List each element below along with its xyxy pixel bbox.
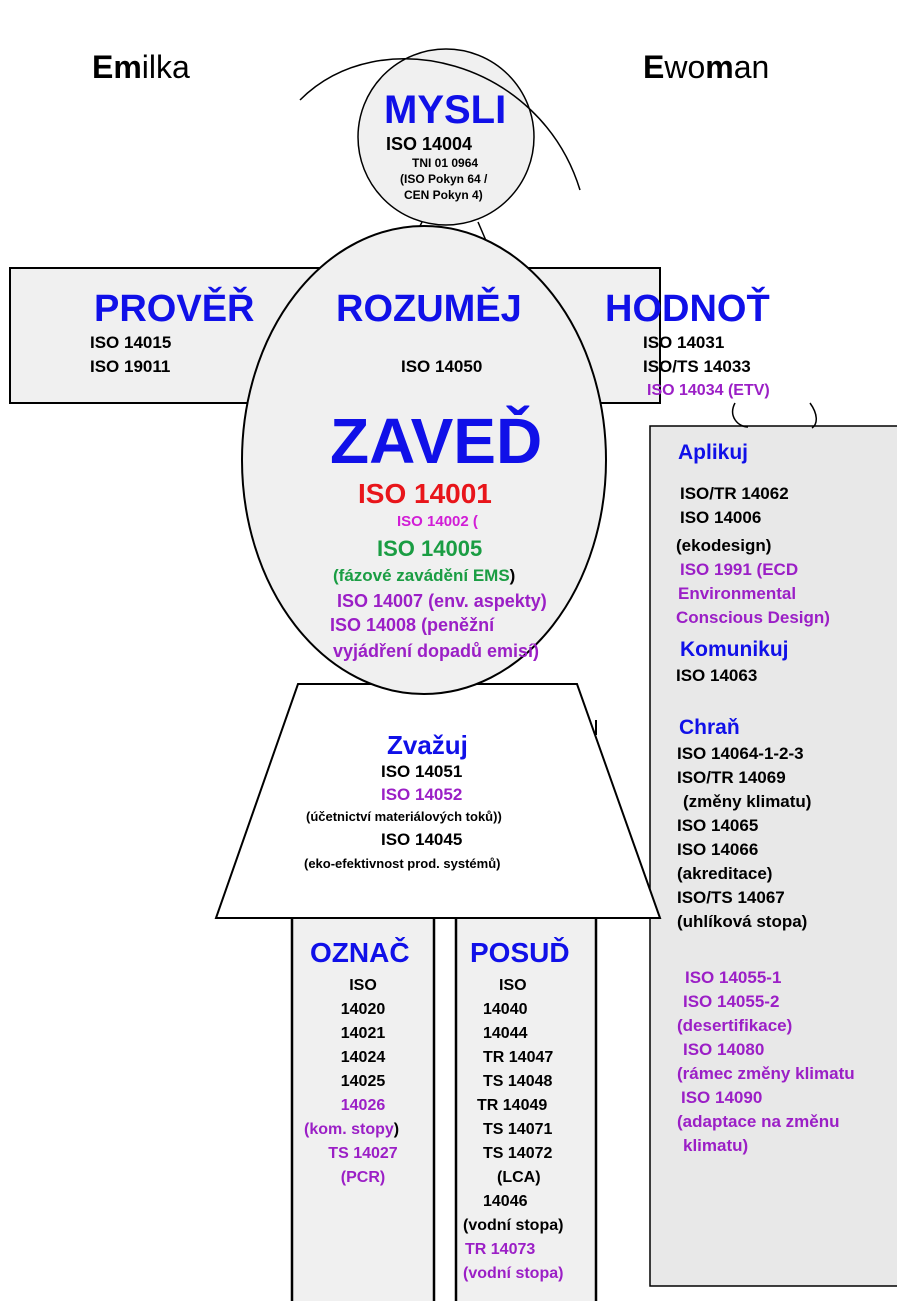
arm-right-line-1: ISO 14031 [643, 333, 725, 352]
leg-right-item: (vodní stopa) [463, 1217, 564, 1234]
panel-item: ISO 14064-1-2-3 [677, 744, 804, 763]
panel-item: ISO 14080 [683, 1040, 765, 1059]
leg-left-title: OZNAČ [310, 937, 410, 968]
leg-right-item: TR 14073 [465, 1241, 536, 1258]
leg-left-item: TS 14027 [328, 1145, 398, 1162]
body-line-5: ISO 14008 (peněžní [330, 615, 495, 635]
body-line-3: (fázové zavádění EMS) [333, 566, 516, 585]
leg-right-item: TR 14049 [477, 1097, 548, 1114]
name-ewoman: Ewoman [643, 49, 770, 85]
body-ellipse [241, 225, 607, 695]
leg-right-list: ISO 14040 14044 TR 14047 TS 14048 TR 140… [463, 974, 593, 1286]
leg-right-item: TS 14072 [483, 1145, 553, 1162]
arm-right-line-3: ISO 14034 (ETV) [647, 382, 770, 399]
panel-section-chran: Chraň ISO 14064-1-2-3 ISO/TR 14069 (změn… [677, 714, 811, 934]
leg-left-item: 14024 [340, 1049, 386, 1066]
panel-section-aplikuj: Aplikuj ISO/TR 14062 ISO 14006 (ekodesig… [676, 438, 830, 630]
leg-right-item: ISO [499, 977, 527, 994]
panel-item: klimatu) [683, 1136, 749, 1155]
skirt-line-2: ISO 14052 [381, 785, 463, 804]
panel-item: ISO 14055-2 [683, 992, 780, 1011]
right-leg [454, 908, 598, 1301]
panel-item: (uhlíková stopa) [677, 912, 808, 931]
panel-item: (desertifikace) [677, 1016, 793, 1035]
leg-left-item: 14026 [340, 1097, 386, 1114]
panel-item: ISO 14065 [677, 816, 759, 835]
panel-item: ISO 14090 [681, 1088, 763, 1107]
panel-item: Environmental [678, 584, 797, 603]
panel-item: (změny klimatu) [683, 792, 812, 811]
arm-left-title: PROVĚŘ [94, 288, 255, 330]
skirt-title: Zvažuj [387, 730, 468, 760]
skirt-trapezoid [214, 683, 662, 919]
leg-left-item: (PCR) [340, 1169, 386, 1186]
leg-left-item: (kom. stopy) [304, 1121, 400, 1138]
left-leg [290, 908, 436, 1301]
leg-right-item: 14040 [483, 1001, 528, 1018]
body-line-6: vyjádření dopadů emisí) [333, 641, 540, 661]
body-line-2: ISO 14005 [377, 536, 483, 561]
leg-right-item: TS 14071 [483, 1121, 553, 1138]
panel-item: (akreditace) [677, 864, 773, 883]
leg-left-item: ISO [349, 977, 377, 994]
head-line-4: CEN Pokyn 4) [404, 188, 483, 202]
arm-center-title: ROZUMĚJ [336, 288, 522, 330]
leg-left-item: 14025 [340, 1073, 386, 1090]
skirt-line-1: ISO 14051 [381, 762, 463, 781]
head-circle [357, 48, 535, 226]
name-emilka: Emilka [92, 49, 190, 85]
panel-item: ISO 14055-1 [685, 968, 782, 987]
arm-right-title: HODNOŤ [605, 288, 770, 330]
leg-left-item: 14020 [340, 1001, 386, 1018]
panel-item-komunikuj: ISO 14063 [676, 666, 758, 685]
leg-left-item: 14021 [340, 1025, 386, 1042]
arm-right-line-2: ISO/TS 14033 [643, 357, 751, 376]
skirt-line-4: ISO 14045 [381, 830, 463, 849]
panel-item: (ekodesign) [676, 536, 772, 555]
right-panel [649, 425, 897, 1287]
head-title: MYSLI [384, 88, 507, 132]
leg-left-list: ISO 14020 14021 14024 14025 14026 (kom. … [292, 974, 434, 1190]
panel-title-komunikuj: Komunikuj [680, 638, 789, 661]
panel-title: Aplikuj [678, 441, 749, 464]
body-title: ZAVEĎ [330, 405, 543, 477]
body-line-1: ISO 14002 ( [397, 513, 478, 530]
panel-title: Chraň [679, 716, 740, 739]
leg-right-item: (LCA) [497, 1169, 541, 1186]
panel-item: ISO/TR 14069 [677, 768, 786, 787]
panel-section-climate: ISO 14055-1 ISO 14055-2 (desertifikace) … [677, 966, 855, 1158]
leg-right-item: 14044 [483, 1025, 528, 1042]
panel-item: ISO/TR 14062 [680, 484, 789, 503]
arm-left-line-1: ISO 14015 [90, 333, 172, 352]
skirt-line-5: (eko-efektivnost prod. systémů) [304, 856, 501, 871]
leg-right-item: 14046 [483, 1193, 528, 1210]
panel-item: ISO/TS 14067 [677, 888, 785, 907]
arm-left-line-2: ISO 19011 [90, 357, 171, 376]
panel-item: (rámec změny klimatu [677, 1064, 855, 1083]
leg-right-item: TR 14047 [483, 1049, 554, 1066]
head-line-2: TNI 01 0964 [412, 156, 479, 170]
leg-right-item: TS 14048 [483, 1073, 553, 1090]
body-main: ISO 14001 [358, 478, 492, 509]
arm-center-line-1: ISO 14050 [401, 357, 483, 376]
skirt-line-3: (účetnictví materiálových toků)) [306, 809, 502, 824]
hand-loop [731, 402, 817, 429]
panel-item: (adaptace na změnu [677, 1112, 840, 1131]
panel-item: ISO 14066 [677, 840, 759, 859]
panel-item: Conscious Design) [676, 608, 830, 627]
hair-arc [299, 58, 581, 191]
leg-right-item: (vodní stopa) [463, 1265, 564, 1282]
panel-item: ISO 14006 [680, 508, 762, 527]
body-line-4: ISO 14007 (env. aspekty) [337, 591, 547, 611]
panel-item: ISO 1991 (ECD [680, 560, 799, 579]
head-line-3: (ISO Pokyn 64 / [400, 172, 488, 186]
head-line-1: ISO 14004 [386, 134, 473, 154]
leg-right-title: POSUĎ [470, 937, 570, 968]
